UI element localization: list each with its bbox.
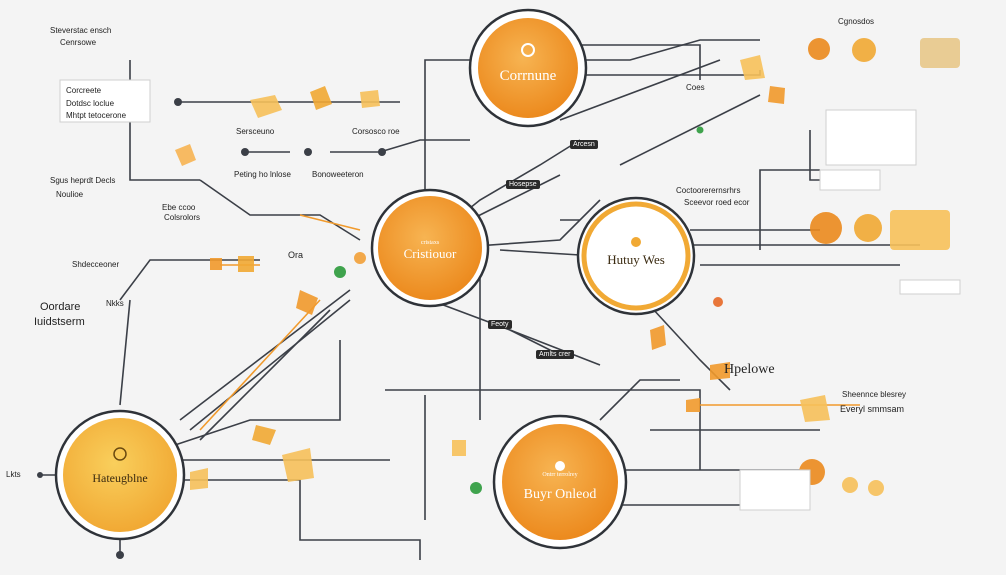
label-right-4: Everyl smmsam	[840, 404, 905, 414]
label-mid-left-4: Noulioe	[56, 190, 84, 199]
label-mid-left-5: Peting ho lnlose	[234, 170, 291, 179]
node-bottom-right-sub: Ontrr terrolrey	[542, 472, 577, 478]
dots	[37, 98, 723, 559]
label-mid-left-8: Colsrolors	[164, 213, 201, 222]
label-left-side-5: Nkks	[106, 299, 124, 308]
label-right-3: Sheennce blesrey	[842, 390, 907, 399]
node-center-left[interactable]: cristaxs Cristiouor	[370, 188, 490, 308]
node-bottom-left-label: Hateugblne	[92, 471, 147, 485]
label-left-side-2: Ora	[288, 250, 304, 260]
node-top[interactable]: Corrnune	[468, 8, 588, 128]
label-far-left: Lkts	[6, 470, 21, 479]
label-left-side-3: Oordare	[40, 301, 81, 313]
label-right-top-2: Coes	[686, 83, 705, 92]
decorative-shapes	[175, 38, 960, 496]
label-mid-left-2: Corsosco roe	[352, 127, 400, 136]
node-center-left-label: Cristiouor	[404, 246, 457, 261]
node-center-left-sub: cristaxs	[421, 240, 440, 246]
label-top-left-2: Cenrsowe	[60, 38, 97, 47]
tag-right-4: Amlts crer	[536, 350, 574, 359]
tag-right-2: Hosepse	[506, 180, 540, 189]
node-bottom-left[interactable]: Hateugblne	[54, 409, 186, 541]
label-mid-left-7: Ebe ccoo	[162, 203, 196, 212]
node-top-label: Corrnune	[500, 68, 557, 84]
highlight-lines	[199, 214, 860, 431]
label-mid-left-3: Sgus heprdt Decls	[50, 176, 116, 185]
node-center-right[interactable]: Hutuy Wes	[576, 196, 696, 316]
node-bottom-right-label: Buyr Onleod	[524, 487, 597, 502]
label-block-left-2: Dotdsc loclue	[66, 99, 115, 108]
label-right-top-1: Cgnosdos	[838, 17, 875, 26]
node-bottom-right[interactable]: Ontrr terrolrey Buyr Onleod	[492, 414, 628, 550]
tag-right-1: Arcesn	[570, 140, 598, 149]
label-block-left-1: Corcreete	[66, 86, 102, 95]
label-block-left-3: Mhtpt tetocerone	[66, 111, 127, 120]
label-right-2: Hpelowe	[724, 362, 775, 377]
label-top-left-1: Steverstac ensch	[50, 26, 112, 35]
label-mid-left-6: Bonoweeteron	[312, 170, 364, 179]
label-mid-left-1: Sersceuno	[236, 127, 275, 136]
label-left-side-1: Shdecceoner	[72, 260, 120, 269]
info-boxes	[59, 79, 961, 511]
tag-right-3: Feoty	[488, 320, 512, 329]
label-right-mid-1: Coctoorerernsrhrs	[676, 186, 741, 195]
label-right-mid-2: Sceevor roed ecor	[684, 198, 750, 207]
label-left-side-4: Iuidstserm	[34, 316, 85, 328]
node-center-right-label: Hutuy Wes	[607, 252, 665, 267]
